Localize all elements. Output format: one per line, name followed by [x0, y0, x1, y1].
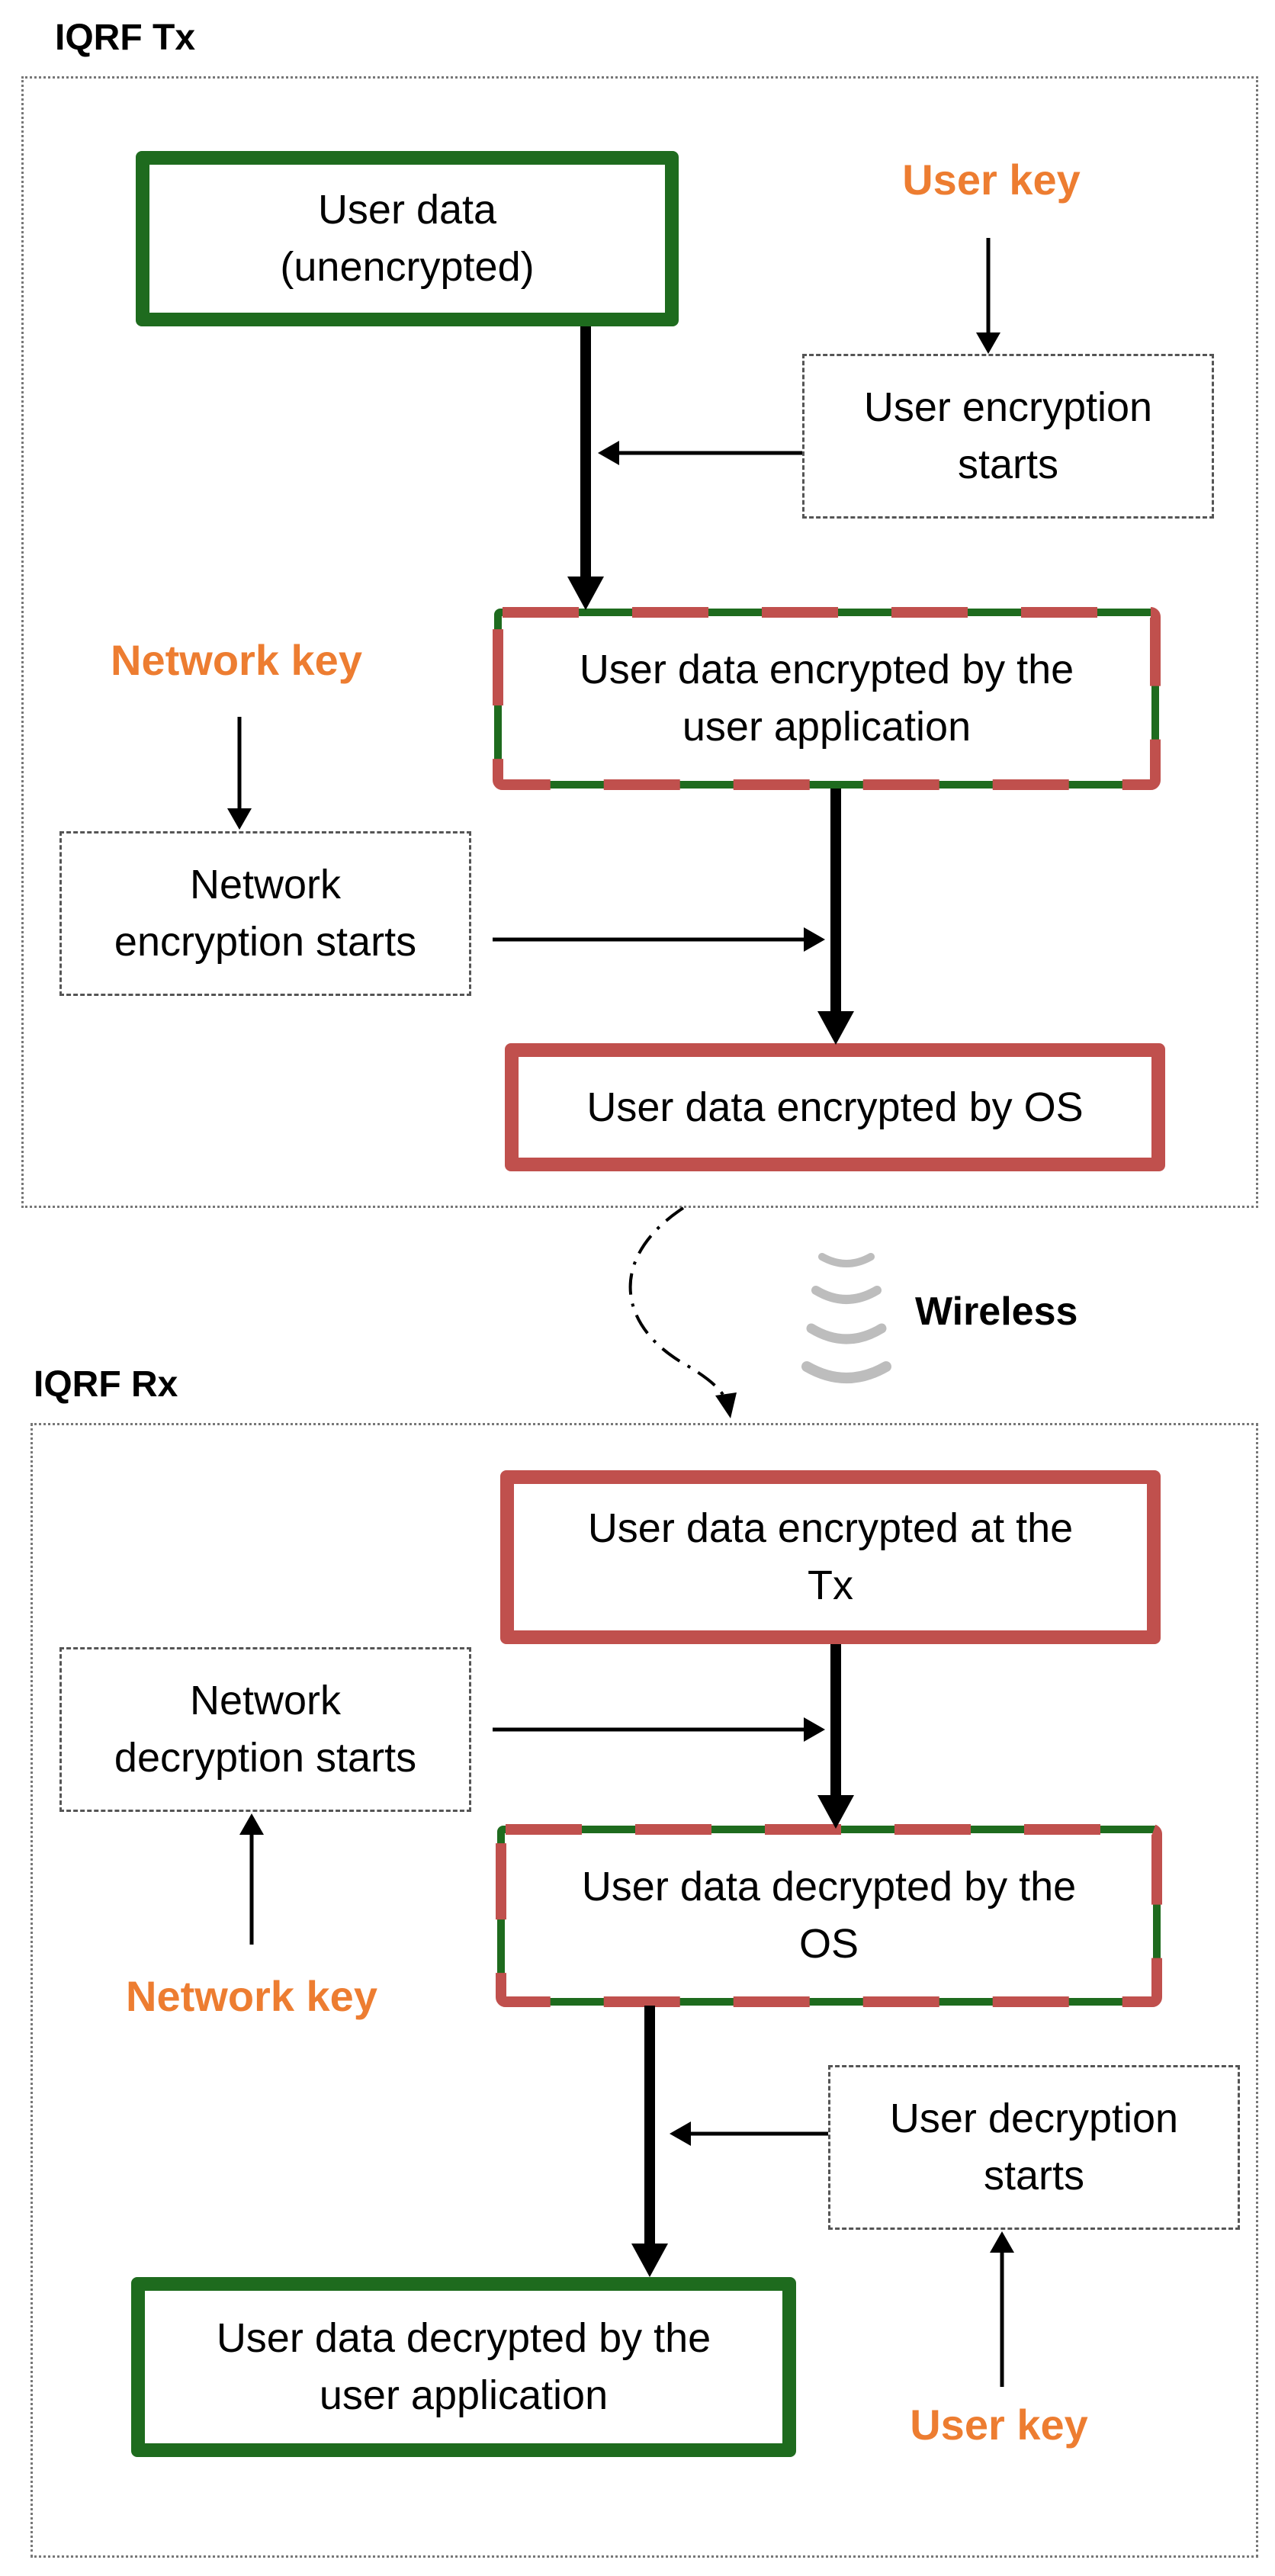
tx-net-enc-to-main-arrow: [493, 927, 825, 952]
rx-section-frame: [31, 1423, 1258, 2558]
tx-mixed-red-dash: [493, 607, 1161, 790]
wireless-signal-icon: [801, 1253, 891, 1383]
wireless-transfer-arrow: [628, 1206, 737, 1418]
rx-main-arrow-2: [631, 2006, 668, 2277]
user-encryption-starts-box: User encryption starts: [802, 354, 1214, 519]
user-decryption-starts-box: User decryption starts: [828, 2065, 1240, 2230]
tx-section-frame: [21, 76, 1258, 1208]
rx-mixed-red-dash: [496, 1824, 1162, 2007]
tx-main-arrow-2: [817, 789, 854, 1045]
tx-user-key-label: User key: [902, 156, 1081, 204]
rx-section-title: IQRF Rx: [34, 1364, 178, 1405]
tx-main-arrow-1: [567, 326, 604, 610]
rx-user-key-label: User key: [910, 2401, 1088, 2449]
rx-main-arrow-1: [817, 1644, 854, 1829]
rx-user-key-arrow: [990, 2231, 1014, 2387]
os-encrypted-box: User data encrypted by OS: [505, 1043, 1165, 1171]
tx-network-key-label: Network key: [111, 636, 362, 684]
tx-section-title: IQRF Tx: [55, 18, 196, 58]
user-data-unencrypted-box: User data (unencrypted): [136, 151, 679, 326]
tx-user-enc-to-main-arrow: [598, 441, 802, 465]
user-app-decrypted-box: User data decrypted by the user applicat…: [131, 2277, 796, 2457]
rx-network-key-label: Network key: [126, 1972, 377, 2020]
network-decryption-starts-box: Network decryption starts: [59, 1647, 471, 1812]
tx-network-key-arrow: [227, 717, 252, 830]
tx-user-key-arrow: [976, 238, 1000, 354]
rx-network-key-arrow: [239, 1813, 264, 1945]
rx-net-dec-to-main-arrow: [493, 1717, 825, 1742]
network-encryption-starts-box: Network encryption starts: [59, 831, 471, 996]
wireless-label: Wireless: [915, 1290, 1078, 1334]
rx-user-dec-to-main-arrow: [670, 2122, 828, 2146]
encrypted-at-tx-box: User data encrypted at the Tx: [500, 1470, 1161, 1644]
